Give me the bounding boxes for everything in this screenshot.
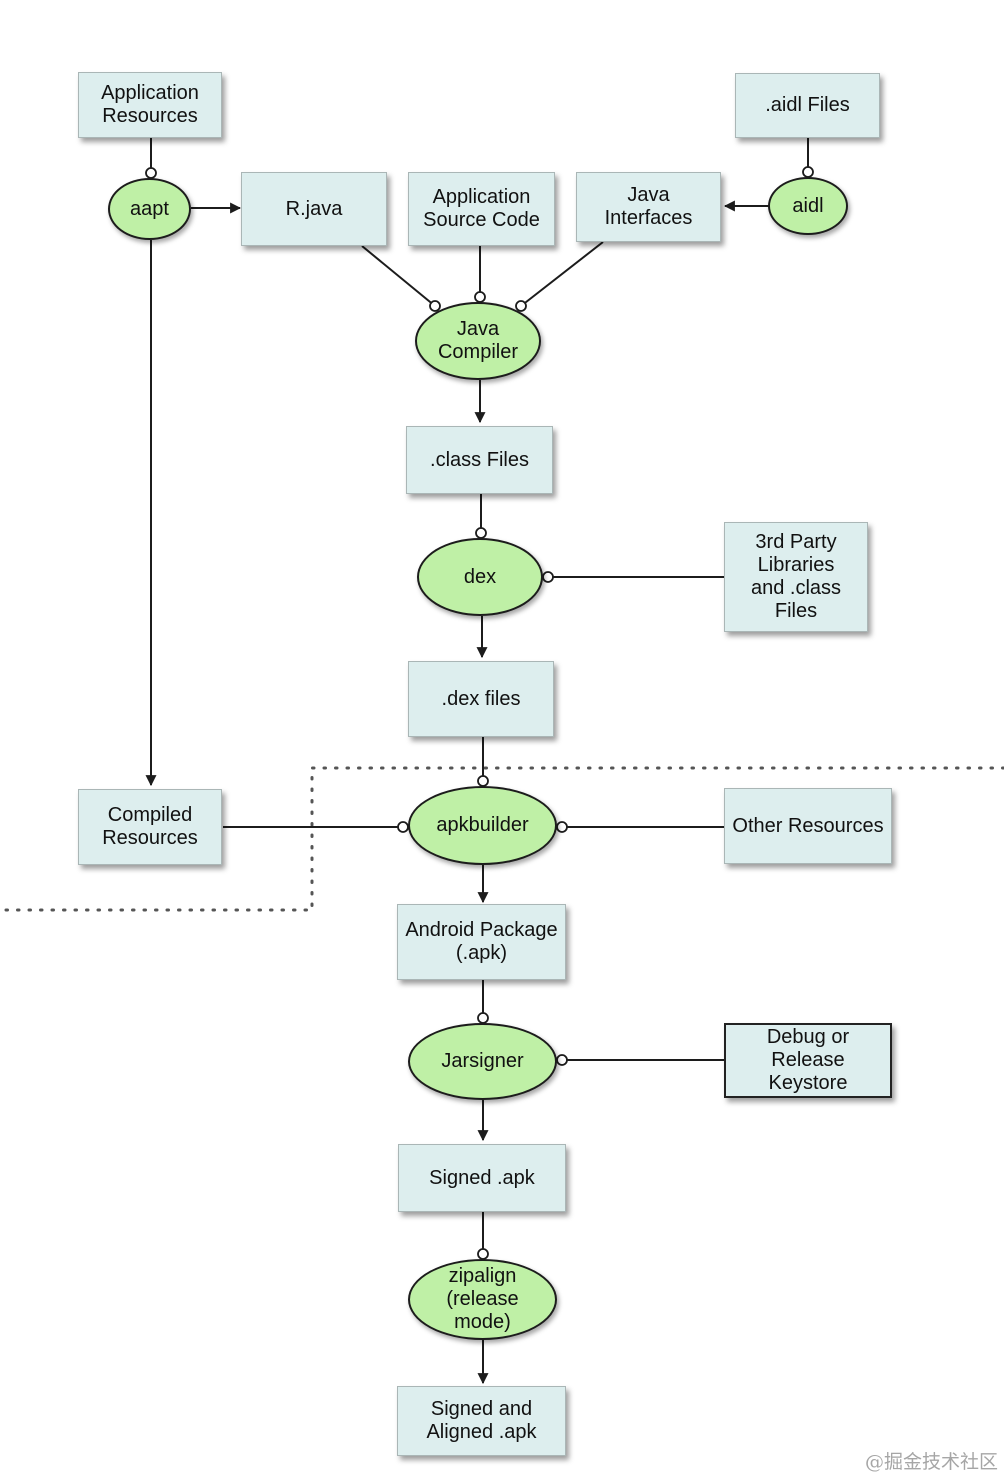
connector-dot [475, 527, 487, 539]
signed-apk-box: Signed .apk [398, 1144, 566, 1212]
dex-files-box: .dex files [408, 661, 554, 737]
connector-dot [477, 775, 489, 787]
box-label: .dex files [441, 687, 521, 710]
other-resources-box: Other Resources [724, 788, 892, 864]
zipalign-tool-node: zipalign (release mode) [408, 1259, 557, 1340]
connector-dot [474, 291, 486, 303]
java-compiler-tool-node: Java Compiler [415, 302, 541, 380]
connector-dot [477, 1248, 489, 1260]
box-label: Android Package (.apk) [405, 919, 558, 964]
application-resources-box: Application Resources [78, 72, 222, 138]
aidl-files-box: .aidl Files [735, 73, 880, 138]
tool-label: apkbuilder [436, 814, 529, 836]
box-label: Application Resources [101, 82, 199, 127]
apkbuilder-tool-node: apkbuilder [408, 786, 557, 865]
connector-dot [145, 167, 157, 179]
signed-aligned-apk-box: Signed and Aligned .apk [397, 1386, 566, 1456]
keystore-box: Debug or Release Keystore [724, 1023, 892, 1098]
r-java-box: R.java [241, 172, 387, 246]
box-label: Signed .apk [429, 1166, 535, 1189]
dex-tool-node: dex [417, 538, 543, 616]
connector-interfaces-compiler [520, 241, 604, 307]
connector-rjava-compiler [361, 245, 436, 307]
connector-dot [515, 300, 527, 312]
box-label: .class Files [430, 448, 529, 471]
tool-label: Java Compiler [437, 318, 519, 363]
connector-dot [802, 166, 814, 178]
box-label: Compiled Resources [102, 804, 198, 849]
tool-label: aidl [792, 194, 824, 217]
box-label: Debug or Release Keystore [766, 1026, 850, 1094]
tool-label: Jarsigner [441, 1050, 524, 1072]
box-label: R.java [285, 197, 343, 220]
java-interfaces-box: Java Interfaces [576, 172, 721, 242]
connector-dot [556, 1054, 568, 1066]
box-label: .aidl Files [765, 94, 850, 116]
box-label: Signed and Aligned .apk [426, 1398, 537, 1443]
tool-label: zipalign (release mode) [446, 1265, 519, 1333]
tool-label: dex [463, 565, 497, 588]
application-source-code-box: Application Source Code [408, 172, 555, 246]
connector-dot [556, 821, 568, 833]
connector-dot [397, 821, 409, 833]
class-files-box: .class Files [406, 426, 553, 494]
box-label: Java Interfaces [604, 184, 693, 229]
third-party-libraries-box: 3rd Party Libraries and .class Files [724, 522, 868, 632]
tool-label: aapt [130, 197, 169, 220]
compiled-resources-box: Compiled Resources [78, 789, 222, 865]
watermark: @掘金技术社区 [864, 1451, 998, 1473]
jarsigner-tool-node: Jarsigner [408, 1023, 557, 1100]
connector-dot [477, 1012, 489, 1024]
box-label: Other Resources [732, 814, 884, 837]
aidl-tool-node: aidl [768, 177, 848, 235]
dotted-boundary [0, 766, 1004, 912]
android-package-box: Android Package (.apk) [397, 904, 566, 980]
box-label: Application Source Code [423, 186, 540, 231]
box-label: 3rd Party Libraries and .class Files [750, 531, 842, 622]
aapt-tool-node: aapt [108, 178, 191, 240]
connector-dot [542, 571, 554, 583]
